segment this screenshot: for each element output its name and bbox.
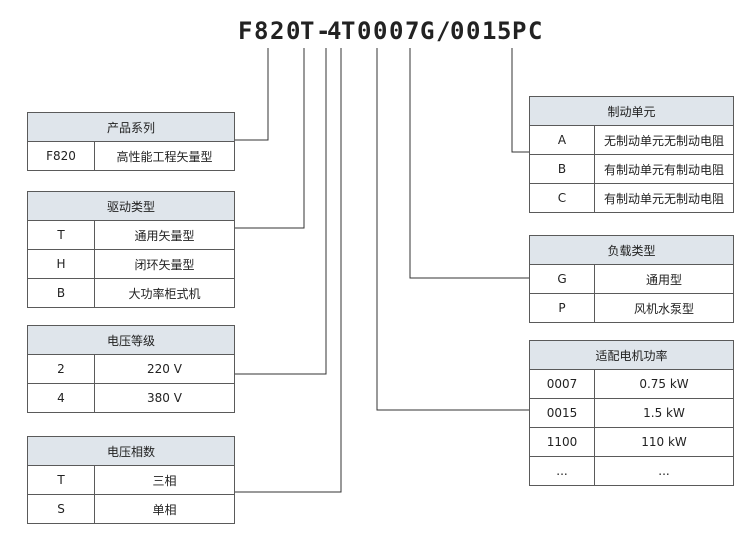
code-char: P <box>512 17 527 45</box>
table-voltage-level: 电压等级 2 220 V 4 380 V <box>27 325 235 413</box>
connector-motor-power <box>376 48 529 411</box>
code-char: 0 <box>357 17 372 45</box>
table-voltage-phase: 电压相数 T 三相 S 单相 <box>27 436 235 524</box>
table-title: 适配电机功率 <box>529 340 734 370</box>
table-row: 0015 1.5 kW <box>529 398 734 428</box>
table-row: T 通用矢量型 <box>27 220 235 250</box>
code-cell: P <box>529 293 595 323</box>
desc-cell: 三相 <box>94 465 235 495</box>
desc-cell: 1.5 kW <box>594 398 734 428</box>
code-cell: S <box>27 494 95 524</box>
connector-brake-unit <box>511 48 529 153</box>
code-cell: ... <box>529 456 595 486</box>
desc-cell: 大功率柜式机 <box>94 278 235 308</box>
table-product-series: 产品系列 F820 高性能工程矢量型 <box>27 112 235 171</box>
table-row: 0007 0.75 kW <box>529 369 734 399</box>
desc-cell: 有制动单元无制动电阻 <box>594 183 734 213</box>
connector-voltage-phase <box>235 48 342 493</box>
desc-cell: 有制动单元有制动电阻 <box>594 154 734 184</box>
table-row: F820 高性能工程矢量型 <box>27 141 235 171</box>
code-cell: B <box>529 154 595 184</box>
connector-voltage-level <box>235 48 327 375</box>
table-row: 4 380 V <box>27 383 235 413</box>
code-char: 5 <box>497 17 512 45</box>
code-char: 2 <box>270 17 285 45</box>
code-char: 0 <box>466 17 481 45</box>
desc-cell: 110 kW <box>594 427 734 457</box>
code-char: T <box>341 17 356 45</box>
code-cell: C <box>529 183 595 213</box>
code-char: 7 <box>405 17 420 45</box>
table-row: 2 220 V <box>27 354 235 384</box>
table-brake-unit: 制动单元 A 无制动单元无制动电阻 B 有制动单元有制动电阻 C 有制动单元无制… <box>529 96 734 213</box>
code-char: / <box>436 17 451 45</box>
table-title: 电压相数 <box>27 436 235 466</box>
code-char: 0 <box>286 17 301 45</box>
table-row: ... ... <box>529 456 734 486</box>
code-char: F <box>238 17 253 45</box>
desc-cell: ... <box>594 456 734 486</box>
code-cell: F820 <box>27 141 95 171</box>
desc-cell: 220 V <box>94 354 235 384</box>
table-row: S 单相 <box>27 494 235 524</box>
desc-cell: 380 V <box>94 383 235 413</box>
table-row: 1100 110 kW <box>529 427 734 457</box>
table-title: 电压等级 <box>27 325 235 355</box>
code-char: 1 <box>482 17 497 45</box>
code-cell: 1100 <box>529 427 595 457</box>
code-cell: 0007 <box>529 369 595 399</box>
desc-cell: 闭环矢量型 <box>94 249 235 279</box>
code-cell: B <box>27 278 95 308</box>
table-row: B 大功率柜式机 <box>27 278 235 308</box>
code-cell: A <box>529 125 595 155</box>
desc-cell: 风机水泵型 <box>594 293 734 323</box>
table-title: 负载类型 <box>529 235 734 265</box>
table-drive-type: 驱动类型 T 通用矢量型 H 闭环矢量型 B 大功率柜式机 <box>27 191 235 308</box>
table-row: H 闭环矢量型 <box>27 249 235 279</box>
code-char: T <box>300 17 315 45</box>
code-char: 0 <box>373 17 388 45</box>
table-row: B 有制动单元有制动电阻 <box>529 154 734 184</box>
code-cell: 2 <box>27 354 95 384</box>
code-cell: T <box>27 220 95 250</box>
code-char: 0 <box>389 17 404 45</box>
desc-cell: 高性能工程矢量型 <box>94 141 235 171</box>
code-char: 8 <box>254 17 269 45</box>
code-cell: H <box>27 249 95 279</box>
table-row: P 风机水泵型 <box>529 293 734 323</box>
model-code: F 8 2 0 T - 4 T 0 0 0 7 G G / 0 0 1 5 P … <box>0 14 749 48</box>
desc-cell: 通用型 <box>594 264 734 294</box>
connector-drive-type <box>235 48 305 229</box>
table-row: T 三相 <box>27 465 235 495</box>
code-char: C <box>528 17 543 45</box>
desc-cell: 单相 <box>94 494 235 524</box>
table-row: C 有制动单元无制动电阻 <box>529 183 734 213</box>
code-cell: 0015 <box>529 398 595 428</box>
desc-cell: 0.75 kW <box>594 369 734 399</box>
code-char: 0 <box>450 17 465 45</box>
table-title: 驱动类型 <box>27 191 235 221</box>
table-title: 产品系列 <box>27 112 235 142</box>
table-motor-power: 适配电机功率 0007 0.75 kW 0015 1.5 kW 1100 110… <box>529 340 734 486</box>
connector-product-series <box>235 48 269 141</box>
table-load-type: 负载类型 G 通用型 P 风机水泵型 <box>529 235 734 323</box>
code-char: G <box>420 17 435 45</box>
code-cell: G <box>529 264 595 294</box>
table-row: A 无制动单元无制动电阻 <box>529 125 734 155</box>
desc-cell: 无制动单元无制动电阻 <box>594 125 734 155</box>
code-cell: 4 <box>27 383 95 413</box>
code-char: 4 <box>327 17 342 45</box>
connector-load-type <box>409 48 529 279</box>
code-char: - <box>316 17 331 45</box>
table-title: 制动单元 <box>529 96 734 126</box>
table-row: G 通用型 <box>529 264 734 294</box>
desc-cell: 通用矢量型 <box>94 220 235 250</box>
code-cell: T <box>27 465 95 495</box>
